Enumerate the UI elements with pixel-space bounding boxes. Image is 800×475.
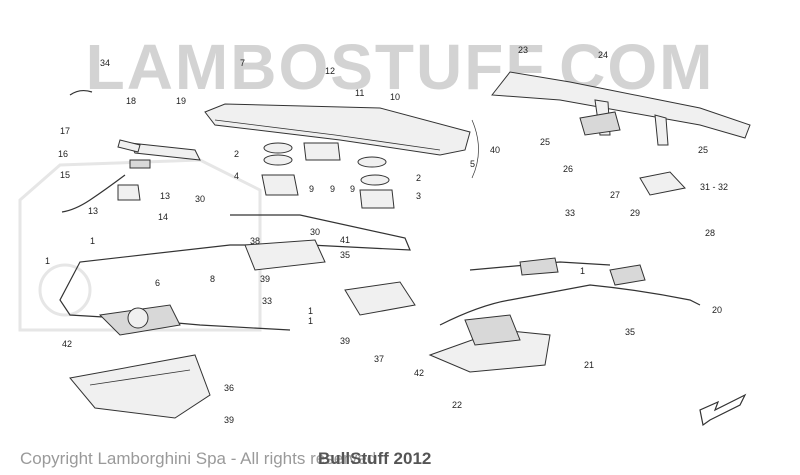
callout-9: 9 [309,184,314,194]
callout-4: 4 [234,171,239,181]
callout-33: 33 [565,208,575,218]
callout-1: 1 [45,256,50,266]
callout-26: 26 [563,164,573,174]
callout-36: 36 [224,383,234,393]
callout-31to32: 31 - 32 [700,182,728,192]
callout-40: 40 [490,145,500,155]
callout-20: 20 [712,305,722,315]
callout-41: 41 [340,235,350,245]
callout-18: 18 [126,96,136,106]
callout-39: 39 [340,336,350,346]
callout-39: 39 [260,274,270,284]
callout-35: 35 [340,250,350,260]
callout-25: 25 [540,137,550,147]
callout-38: 38 [250,236,260,246]
callout-14: 14 [158,212,168,222]
callout-21: 21 [584,360,594,370]
callout-27: 27 [610,190,620,200]
part-gaskets-cylinders [261,142,395,209]
callout-1: 1 [308,306,313,316]
callout-11: 11 [355,88,364,98]
right-release-cable [439,261,701,326]
bullstuff-overlay-text: BullStuff 2012 [318,449,432,468]
callout-28: 28 [705,228,715,238]
right-latch-mechanism [464,257,646,346]
callout-2: 2 [234,149,239,159]
copyright-text: Copyright Lamborghini Spa - All rights r… [20,449,377,468]
callout-30: 30 [310,227,320,237]
callout-7: 7 [240,58,245,68]
part-7-engine-cover [204,103,471,156]
callout-42: 42 [414,368,424,378]
callout-1: 1 [90,236,95,246]
callout-13: 13 [160,191,170,201]
callout-23: 23 [518,45,528,55]
callout-12: 12 [325,66,335,76]
watermark-car-outline [18,158,262,332]
callout-24: 24 [598,50,608,60]
callout-29: 29 [630,208,640,218]
callout-37: 37 [374,354,384,364]
callout-39: 39 [224,415,234,425]
bracket-40 [471,119,479,179]
callout-42: 42 [62,339,72,349]
callout-9: 9 [330,184,335,194]
part-36-left-tray [69,354,211,419]
callout-8: 8 [210,274,215,284]
callout-30: 30 [195,194,205,204]
callout-17: 17 [60,126,70,136]
part-6-latch [98,304,181,336]
callout-5: 5 [470,159,475,169]
callout-9: 9 [350,184,355,194]
part-18-bracket-and-cables [61,89,201,213]
part-38-37-trays [244,239,416,316]
callout-2: 2 [416,173,421,183]
callout-35: 35 [625,327,635,337]
direction-arrow [699,393,747,427]
callout-16: 16 [58,149,68,159]
callout-22: 22 [452,400,462,410]
callout-10: 10 [390,92,400,102]
callout-19: 19 [176,96,186,106]
callout-1: 1 [308,316,313,326]
callout-33: 33 [262,296,272,306]
callout-25: 25 [698,145,708,155]
callout-3: 3 [416,191,421,201]
part-31-32-light [639,171,686,196]
part-23-rear-wing [491,71,751,146]
callout-34: 34 [100,58,110,68]
callout-13: 13 [88,206,98,216]
callout-6: 6 [155,278,160,288]
callout-15: 15 [60,170,70,180]
callout-1: 1 [580,266,585,276]
